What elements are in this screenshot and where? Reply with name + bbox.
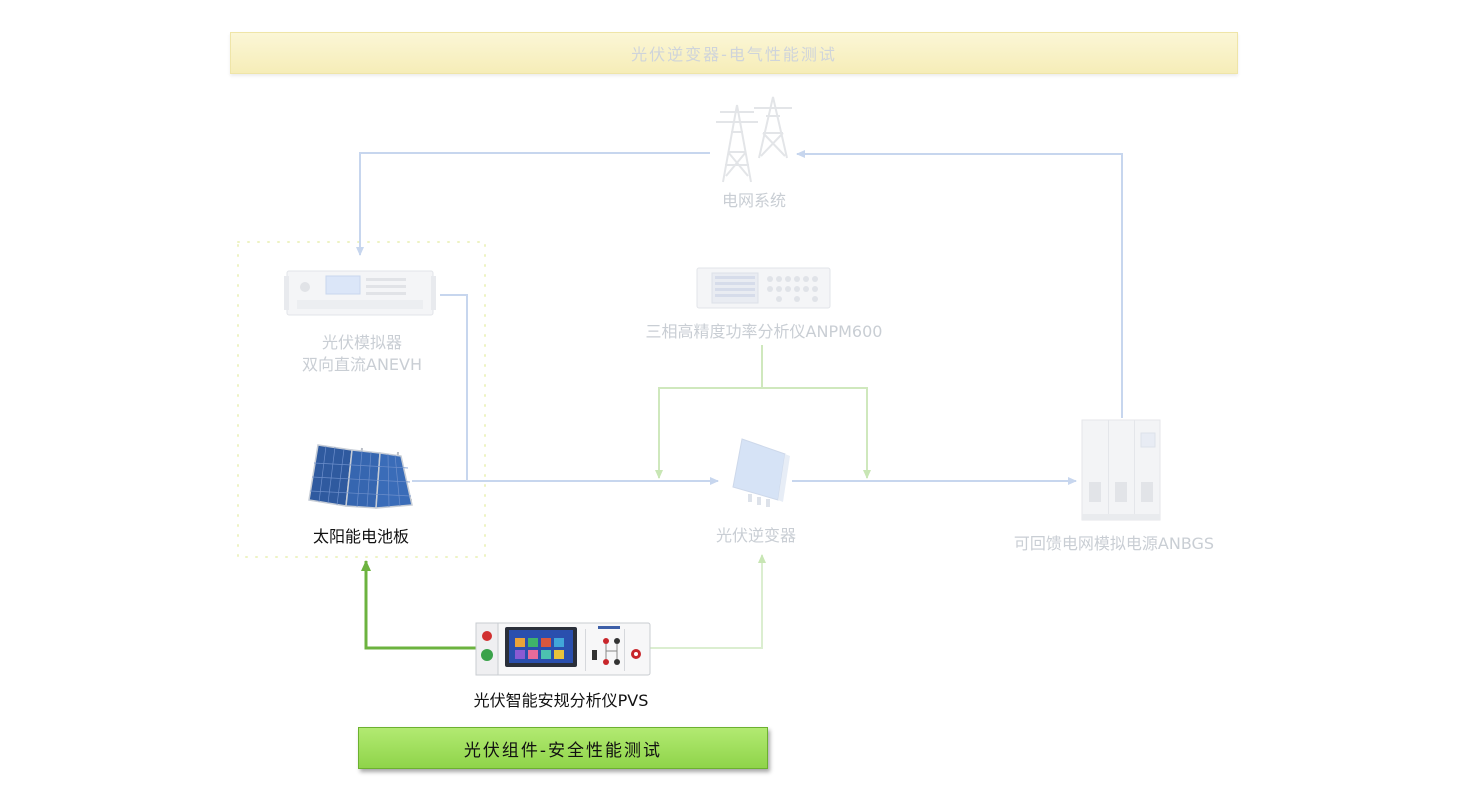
inverter-icon <box>732 438 790 507</box>
line-grid-to-simulator <box>356 152 710 256</box>
line-analyzer-probe-left <box>655 387 762 479</box>
solar-panel-icon <box>308 444 413 509</box>
regen-grid-source-device <box>1081 419 1161 521</box>
electrical-test-banner: 光伏逆变器-电气性能测试 <box>230 32 1238 74</box>
power-analyzer-label: 三相高精度功率分析仪ANPM600 <box>645 322 883 341</box>
line-analyzer-probe-right <box>762 387 871 479</box>
pv-simulator-label-line1: 光伏模拟器 <box>321 333 403 352</box>
line-simulator-to-bus <box>440 294 468 481</box>
pv-simulator-label-line2: 双向直流ANEVH <box>301 355 423 374</box>
inverter-label: 光伏逆变器 <box>715 526 797 545</box>
line-safety-to-panel <box>361 560 476 650</box>
solar-panel-label: 太阳能电池板 <box>312 527 410 546</box>
power-analyzer-device <box>696 267 831 309</box>
power-tower-icon <box>716 96 792 183</box>
line-regen-to-grid <box>796 150 1123 418</box>
regen-grid-label: 可回馈电网模拟电源ANBGS <box>1013 534 1215 553</box>
pv-simulator-device <box>284 270 436 316</box>
safety-analyzer-device[interactable] <box>475 622 651 676</box>
safety-test-banner: 光伏组件-安全性能测试 <box>358 727 768 769</box>
line-safety-to-inverter <box>650 554 766 649</box>
grid-label: 电网系统 <box>721 191 787 210</box>
safety-analyzer-label: 光伏智能安规分析仪PVS <box>473 691 649 710</box>
